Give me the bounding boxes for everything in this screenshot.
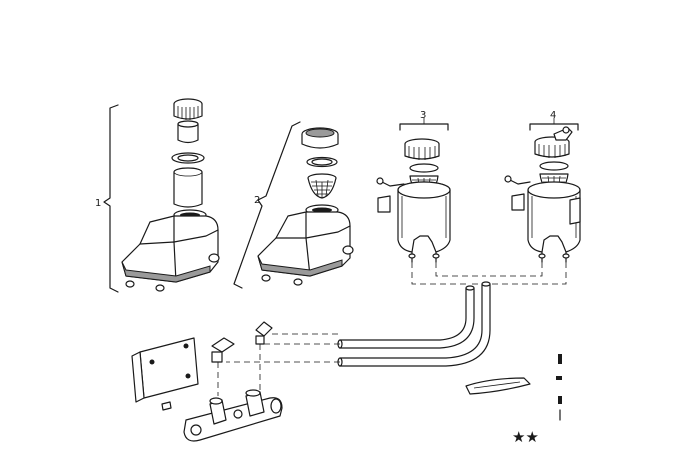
side-marks — [556, 354, 562, 421]
callout-4: 4 — [550, 110, 556, 121]
mounting-bracket[interactable] — [131, 337, 199, 411]
reservoir-assembly-3[interactable]: 3 — [376, 110, 451, 263]
master-cylinder[interactable] — [183, 389, 283, 442]
reservoir-assembly-1[interactable]: 1 — [95, 98, 220, 293]
elbow-fittings[interactable] — [211, 321, 273, 396]
hose-pair[interactable] — [226, 281, 491, 367]
callout-3: 3 — [420, 110, 426, 121]
callout-2: 2 — [254, 195, 260, 206]
reservoir-assembly-4[interactable]: 4 — [504, 110, 581, 263]
double-star-marker: ★★ — [512, 428, 539, 446]
callout-1: 1 — [95, 198, 101, 209]
decal-strip — [465, 377, 531, 395]
connection-lines — [411, 262, 567, 285]
reservoir-assembly-2[interactable]: 2 — [233, 121, 354, 289]
